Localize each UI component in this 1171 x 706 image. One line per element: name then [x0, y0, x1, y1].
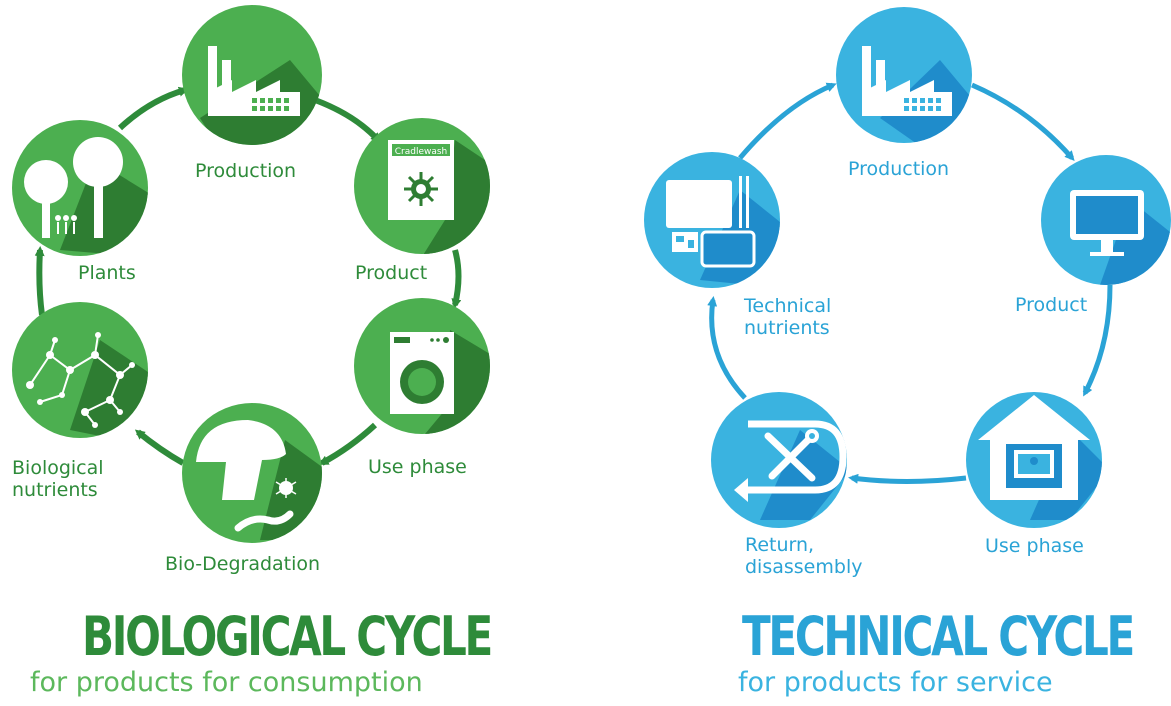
label-return-disassembly: Return, disassembly [745, 534, 863, 578]
label-technical-product: Product [1015, 294, 1088, 316]
biological-cycle-title: BIOLOGICAL CYCLE [82, 605, 493, 668]
label-bio-degradation: Bio-Degradation [165, 553, 321, 575]
production-icon [836, 7, 972, 143]
technical-cycle-subtitle: for products for service [738, 667, 1053, 698]
technical-cycle [644, 7, 1171, 528]
label-technical-nutrients: Technical nutrients [744, 295, 832, 339]
trees-icon [12, 120, 148, 256]
devices-icon [644, 152, 780, 288]
production-icon [182, 5, 322, 145]
technical-cycle-title: TECHNICAL CYCLE [742, 605, 1135, 668]
label-technical-use-phase: Use phase [985, 535, 1084, 557]
label-biological-production: Production [195, 160, 297, 182]
label-biological-use-phase: Use phase [368, 456, 467, 478]
biological-cycle-arrows [34, 86, 462, 466]
technical-cycle-arrows [707, 82, 1113, 484]
monitor-icon [1041, 155, 1171, 285]
house-icon [966, 392, 1102, 528]
mushroom-icon [182, 403, 322, 543]
molecule-icon [12, 302, 148, 438]
washing-machine-icon [354, 298, 490, 434]
box-brand-label: Cradlewash [395, 147, 448, 157]
label-plants: Plants [78, 262, 136, 284]
label-biological-product: Product [355, 262, 428, 284]
label-technical-production: Production [848, 158, 950, 180]
tools-icon [711, 392, 847, 528]
biological-cycle-subtitle: for products for consumption [30, 667, 423, 698]
label-biological-nutrients: Biological nutrients [12, 457, 104, 501]
detergent-box-icon: Cradlewash [354, 118, 490, 254]
